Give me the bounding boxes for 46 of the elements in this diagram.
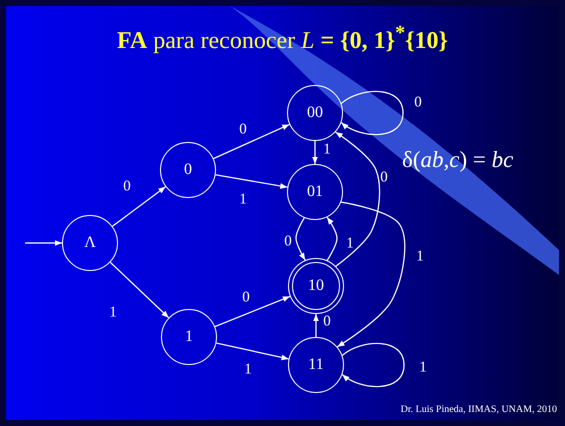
edge-label: 0 bbox=[284, 234, 292, 250]
edge-label: 0 bbox=[380, 170, 388, 186]
transition-arrow bbox=[326, 216, 338, 261]
transition-arrow bbox=[335, 132, 380, 267]
edge-label: 1 bbox=[109, 306, 117, 320]
state-label: Λ bbox=[84, 235, 96, 251]
transition-arrow bbox=[110, 262, 170, 318]
state-circle bbox=[62, 215, 118, 271]
accepting-state-circle bbox=[288, 258, 344, 314]
edge-label: 0 bbox=[239, 122, 247, 138]
state-label: 00 bbox=[307, 105, 323, 121]
transition-arrow bbox=[312, 141, 318, 164]
transition-arrow bbox=[216, 342, 289, 360]
state-circle bbox=[161, 309, 217, 365]
state-circle bbox=[288, 337, 344, 393]
author-credit: Dr. Luis Pineda, IIMAS, UNAM, 2010 bbox=[400, 404, 557, 415]
edge-label: 0 bbox=[123, 180, 131, 194]
transition-arrow bbox=[25, 240, 62, 246]
state-label: 10 bbox=[308, 278, 324, 294]
transition-arrow bbox=[112, 186, 166, 227]
transition-arrow bbox=[213, 124, 290, 160]
state-label: 11 bbox=[308, 357, 324, 373]
state-circle bbox=[287, 164, 343, 220]
edge-label: 1 bbox=[244, 362, 252, 378]
state-label: 1 bbox=[185, 329, 193, 345]
transition-arrow bbox=[336, 202, 406, 348]
transition-arrow bbox=[342, 342, 405, 388]
edge-label: 0 bbox=[323, 314, 331, 330]
edge-label: 1 bbox=[346, 236, 354, 252]
transition-arrow bbox=[295, 218, 306, 260]
state-label: 0 bbox=[184, 162, 192, 178]
edge-label: 1 bbox=[323, 142, 331, 158]
edge-label: 0 bbox=[414, 96, 422, 110]
transition-arrow bbox=[340, 90, 404, 136]
edge-label: 0 bbox=[242, 290, 250, 306]
edge-label: 1 bbox=[419, 360, 427, 376]
state-circle bbox=[287, 85, 343, 141]
edge-label: 1 bbox=[416, 250, 424, 264]
slide-title: FA para reconocer L = {0, 1}$^{*}${10} bbox=[116, 22, 449, 55]
state-circle bbox=[160, 142, 216, 198]
transition-arrow bbox=[313, 314, 319, 337]
transition-arrow bbox=[214, 296, 290, 328]
edge-label: 1 bbox=[239, 192, 247, 208]
transition-arrow bbox=[215, 174, 288, 189]
transition-function-formula: δ(ab,c) = bc bbox=[402, 147, 514, 173]
state-label: 01 bbox=[307, 184, 323, 200]
